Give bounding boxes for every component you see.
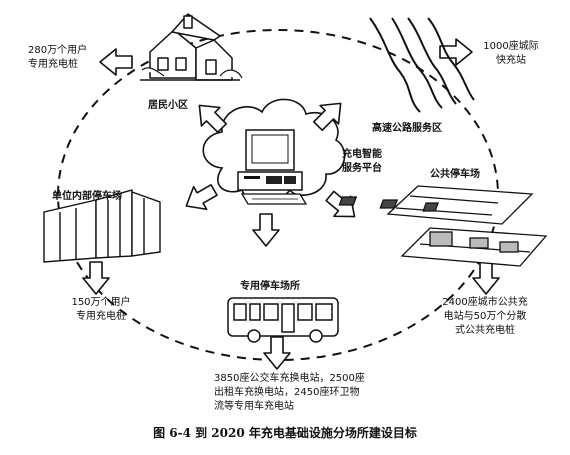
highway-target-line1: 1000座城际	[483, 41, 539, 52]
arrow-public-target	[472, 261, 500, 295]
workplace-target-line1: 150万个用户	[71, 297, 131, 308]
arrow-residential-target	[99, 48, 133, 76]
arrow-to-dedicated-parking	[252, 213, 280, 247]
parking-lot-icon	[338, 185, 548, 267]
computer-icon	[237, 129, 308, 205]
dedicated-parking-target-line2: 出租车充换电站，2450座环卫物	[214, 387, 360, 398]
figure-caption: 图 6-4 到 2020 年充电基础设施分场所建设目标	[153, 426, 417, 440]
dedicated-parking-target-line1: 3850座公交车充换电站，2500座	[214, 373, 365, 384]
highway-target-line2: 快充站	[496, 55, 526, 66]
arrow-dedicated-target	[263, 336, 291, 370]
arrow-workplace-target	[82, 261, 110, 295]
arrow-to-workplace	[178, 177, 222, 219]
dedicated-parking-title: 专用停车场所	[240, 281, 300, 292]
public-parking-target-line2: 电站与50万个分散	[443, 311, 527, 322]
dedicated-parking-target-line3: 流等专用车充电站	[214, 401, 294, 412]
workplace-target-line2: 专用充电桩	[76, 311, 126, 322]
bus-icon	[227, 297, 339, 343]
center-platform-label-line1: 充电智能	[342, 149, 382, 160]
residential-target-line1: 280万个用户	[28, 45, 88, 56]
workplace-title: 单位内部停车场	[52, 191, 122, 202]
office-building-icon	[43, 189, 161, 263]
residential-target-line2: 专用充电桩	[28, 59, 78, 70]
residential-title: 居民小区	[148, 100, 188, 111]
highway-title: 高速公路服务区	[372, 123, 442, 134]
center-platform-label-line2: 服务平台	[342, 163, 382, 174]
house-icon	[140, 13, 243, 81]
public-parking-target-line3: 式公共充电桩	[455, 325, 515, 336]
public-parking-title: 公共停车场	[430, 169, 480, 180]
arrow-to-public-parking	[320, 185, 364, 228]
highway-icon	[369, 17, 475, 113]
public-parking-target-line1: 2400座城市公共充	[442, 297, 528, 308]
